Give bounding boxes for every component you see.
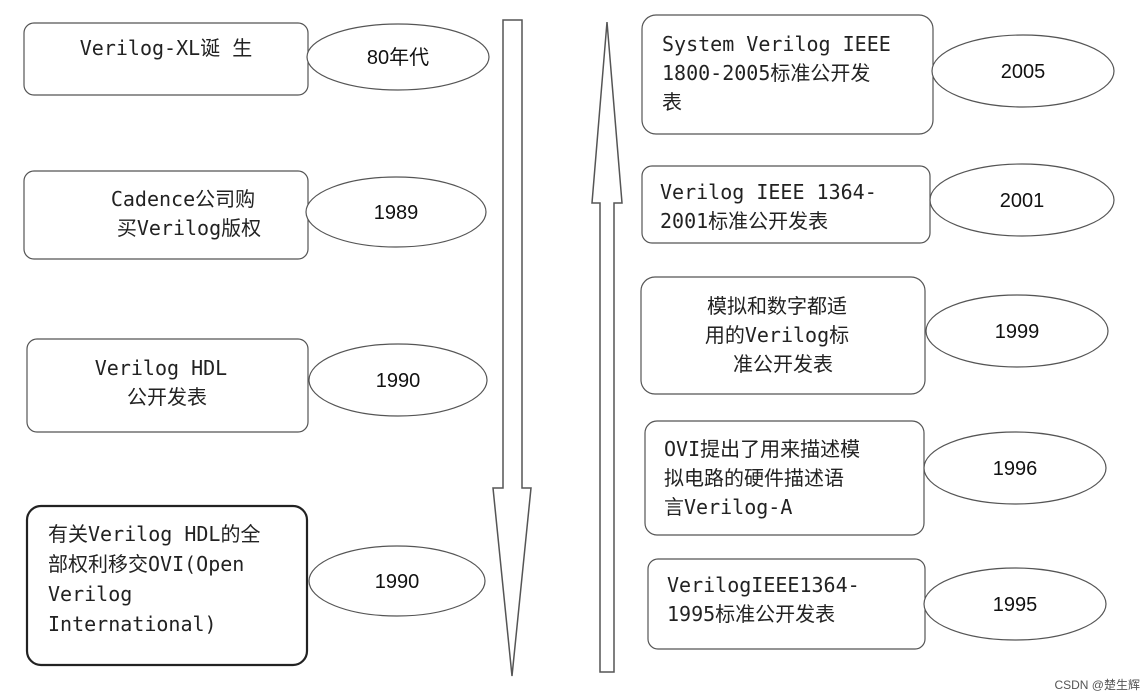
event-line: 部权利移交OVI(Open [48,552,244,576]
event-line: Verilog [48,582,132,606]
event-line: 准公开发表 [733,352,833,376]
event-box [26,338,309,433]
event-line: 言Verilog-A [664,495,792,519]
year-ellipse [306,23,490,91]
year-ellipse [929,163,1115,237]
year-label: 1989 [374,202,419,224]
left-event-3: 有关Verilog HDL的全 部权利移交OVI(Open Verilog In… [25,504,486,667]
event-line: International) [48,612,217,636]
year-label: 1990 [375,571,420,593]
right-event-1: Verilog IEEE 1364- 2001标准公开发表 2001 [641,163,1115,244]
year-label: 2005 [1001,61,1046,83]
right-event-3: OVI提出了用来描述模 拟电路的硬件描述语 言Verilog-A 1996 [644,420,1107,536]
event-line: System Verilog IEEE [662,32,891,56]
event-line: Verilog IEEE 1364- [660,180,877,204]
svg-text:Verilog-XL诞 生: Verilog-XL诞 生 [80,36,252,60]
event-box [23,170,309,260]
down-arrow [492,19,532,677]
event-line: 拟电路的硬件描述语 [664,466,844,490]
year-label: 1990 [376,370,421,392]
event-line: OVI提出了用来描述模 [664,437,860,461]
svg-text:Cadence公司购 买Verilog版权: Cadence公司购 买Verilog版权 [111,187,267,240]
year-ellipse [925,294,1109,368]
event-box [25,504,309,667]
year-ellipse [931,34,1115,108]
year-label: 1999 [995,321,1040,343]
year-label: 1996 [993,458,1038,480]
event-line: 公开发表 [127,385,207,409]
svg-text:System Verilog IEEE 1800: System Verilog IEEE 1800-2005标准公开发 表 [662,32,903,114]
right-event-2: 模拟和数字都适 用的Verilog标 准公开发表 1999 [640,276,1109,395]
year-ellipse [308,343,488,417]
svg-text:Verilog IEEE 1364- 2001标: Verilog IEEE 1364- 2001标准公开发表 [660,180,889,233]
event-line: 表 [662,90,682,114]
right-event-0: System Verilog IEEE 1800-2005标准公开发 表 200… [641,14,1115,135]
event-line: 买Verilog版权 [117,216,261,240]
left-event-0: Verilog-XL诞 生 80年代 [23,22,490,96]
event-box [640,276,926,395]
event-line: 1800-2005标准公开发 [662,61,870,85]
up-arrow [591,21,623,673]
year-ellipse [923,431,1107,505]
right-event-4: VerilogIEEE1364- 1995标准公开发表 1995 [647,558,1107,650]
year-ellipse [308,545,486,617]
event-line: Cadence公司购 [111,187,255,211]
event-line: Verilog-XL诞 生 [80,36,252,60]
svg-text:有关Verilog HDL的全 部权利移交OVI: 有关Verilog HDL的全 部权利移交OVI(Open Verilog In… [48,522,273,636]
svg-text:VerilogIEEE1364- 1995标准公: VerilogIEEE1364- 1995标准公开发表 [667,573,872,626]
event-line: VerilogIEEE1364- [667,573,860,597]
watermark: CSDN @楚生辉 [1054,678,1140,692]
year-label: 80年代 [367,46,429,69]
year-label: 1995 [993,594,1038,616]
event-line: 用的Verilog标 [705,323,849,347]
svg-text:模拟和数字都适 用的Verilog标: 模拟和数字都适 用的Verilog标 准公开发表 [705,294,861,376]
event-box [641,165,931,244]
left-event-2: Verilog HDL 公开发表 1990 [26,338,488,433]
event-line: Verilog HDL [95,356,227,380]
svg-text:OVI提出了用来描述模 拟电路的硬件描述语: OVI提出了用来描述模 拟电路的硬件描述语 言Verilog-A [664,437,872,519]
left-event-1: Cadence公司购 买Verilog版权 1989 [23,170,487,260]
event-line: 2001标准公开发表 [660,209,828,233]
event-line: 1995标准公开发表 [667,602,835,626]
event-box [644,420,925,536]
year-ellipse [923,567,1107,641]
event-line: 模拟和数字都适 [707,294,847,318]
year-ellipse [305,176,487,248]
event-line: 有关Verilog HDL的全 [48,522,260,546]
svg-text:Verilog HDL 公开发表: Verilog HDL 公开发表 [95,356,240,409]
year-label: 2001 [1000,190,1045,212]
